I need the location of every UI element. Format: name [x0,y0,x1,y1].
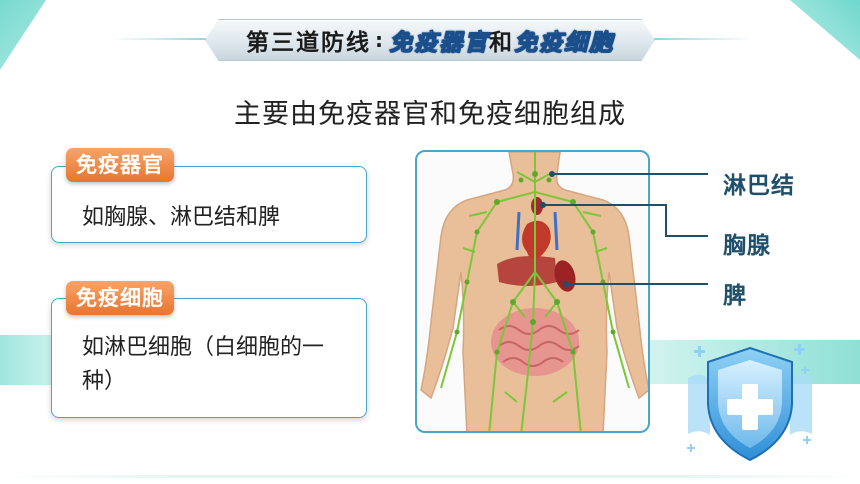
title-colon: : [375,28,385,52]
title-part1: 免疫器官 [389,30,489,57]
page-title: 第三道防线 : 免疫器官和免疫细胞 [205,19,655,61]
bottom-divider [0,475,860,478]
organs-card-text: 如胸腺、淋巴结和脾 [82,205,281,230]
cells-tag: 免疫细胞 [66,281,174,315]
title-sub: 免疫器官和免疫细胞 [389,23,614,57]
label-lymph-node: 淋巴结 [723,173,795,199]
lymphatic-figure [415,150,650,433]
title-banner: 第三道防线 : 免疫器官和免疫细胞 [0,8,860,68]
cells-card-text: 如淋巴细胞（白细胞的一种） [82,335,325,394]
shield-plus-icon [680,340,820,465]
title-line-right [652,38,752,40]
label-thymus: 胸腺 [723,233,771,259]
cells-card: 如淋巴细胞（白细胞的一种） [51,298,367,418]
title-plate [205,19,655,61]
label-spleen: 脾 [723,283,747,309]
subtitle: 主要由免疫器官和免疫细胞组成 [234,99,626,130]
human-lymphatic-figure-icon [420,152,648,431]
title-line-left [110,38,210,40]
organs-tag: 免疫器官 [66,148,174,182]
title-part2: 免疫细胞 [514,30,614,57]
title-main: 第三道防线 [246,30,371,56]
title-and: 和 [489,30,514,56]
